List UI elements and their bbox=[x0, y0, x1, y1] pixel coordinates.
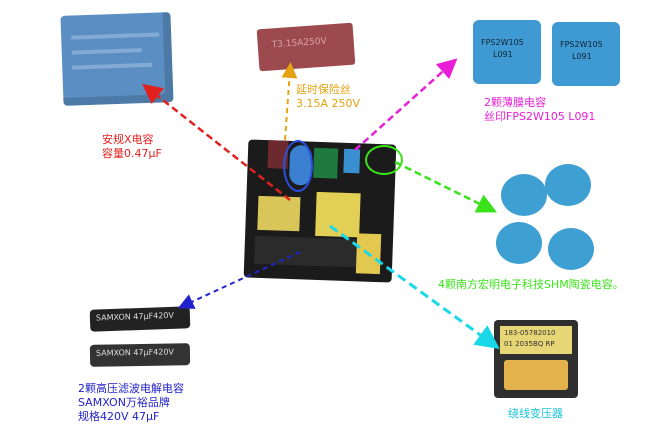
fuse-label-line-2: 3.15A 250V bbox=[296, 97, 361, 110]
film-print-3: FPS2W105 bbox=[560, 40, 603, 49]
film-print-2: L091 bbox=[493, 50, 513, 59]
fuse-arrow bbox=[281, 62, 298, 141]
ceramic-capacitor-image-2 bbox=[545, 164, 591, 206]
transformer-print-1: 183-05782010 bbox=[504, 329, 556, 337]
transformer-arrow bbox=[329, 224, 500, 350]
film-capacitor-image-1: FPS2W105 L091 bbox=[473, 20, 541, 84]
x-cap-label-line-1: 安规X电容 bbox=[102, 133, 154, 146]
film-cap-label-line-1: 2颗薄膜电容 bbox=[484, 96, 546, 109]
fuse-label: 延时保险丝 3.15A 250V bbox=[296, 83, 360, 111]
electrolytic-label-line-1: 2颗高压滤波电解电容 bbox=[78, 382, 184, 395]
transformer-image: 183-05782010 01 2035BQ RP bbox=[494, 320, 578, 398]
film-cap-label: 2颗薄膜电容 丝印FPS2W105 L091 bbox=[484, 96, 595, 124]
film-cap-arrow bbox=[354, 58, 458, 151]
film-print-4: L091 bbox=[572, 52, 592, 61]
x-cap-arrow bbox=[142, 83, 291, 201]
film-cap-label-line-2: 丝印FPS2W105 L091 bbox=[484, 110, 596, 123]
x-cap-label-line-2: 容量0.47μF bbox=[102, 147, 162, 160]
ceramic-cap-label: 4颗南方宏明电子科技SHM陶瓷电容。 bbox=[438, 278, 624, 292]
ceramic-capacitor-image-4 bbox=[548, 228, 594, 270]
transformer-label-line-1: 绕线变压器 bbox=[508, 407, 563, 420]
film-print-1: FPS2W105 bbox=[481, 38, 524, 47]
ceramic-cap-label-line-1: 4颗南方宏明电子科技SHM陶瓷电容。 bbox=[438, 278, 624, 291]
film-capacitor-image-2: FPS2W105 L091 bbox=[552, 22, 620, 86]
ceramic-highlight-circle bbox=[365, 145, 403, 175]
ceramic-cap-arrow bbox=[394, 160, 497, 213]
fuse-label-line-1: 延时保险丝 bbox=[296, 83, 351, 96]
transformer-label: 绕线变压器 bbox=[508, 407, 563, 421]
electrolytic-arrow bbox=[177, 251, 301, 309]
x-cap-label: 安规X电容 容量0.47μF bbox=[102, 133, 162, 161]
electrolytic-label-line-3: 规格420V 47μF bbox=[78, 410, 160, 423]
electrolytic-label-line-2: SAMXON万裕品牌 bbox=[78, 396, 170, 409]
transformer-print-2: 01 2035BQ RP bbox=[504, 340, 555, 348]
ceramic-capacitor-image-3 bbox=[496, 222, 542, 264]
ceramic-capacitor-image-1 bbox=[501, 174, 547, 216]
electrolytic-label: 2颗高压滤波电解电容 SAMXON万裕品牌 规格420V 47μF bbox=[78, 382, 184, 424]
fuse-highlight-circle bbox=[283, 140, 313, 192]
